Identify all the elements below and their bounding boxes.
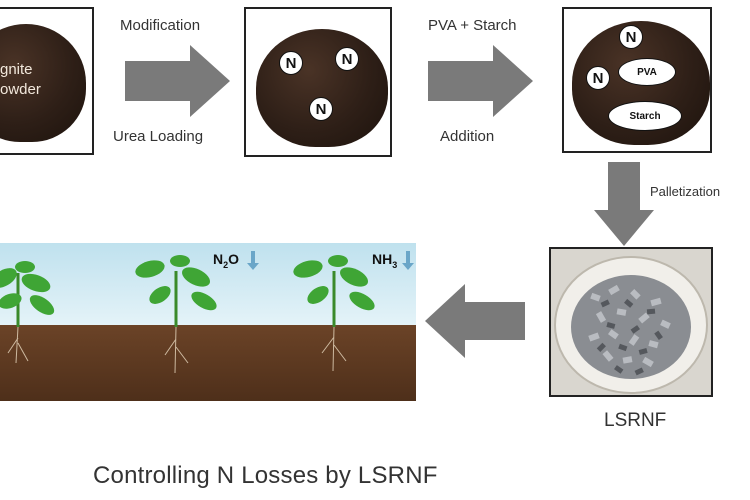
n2o-label: N2O [213, 251, 239, 270]
plants-soil-panel: N2O NH3 [0, 243, 416, 401]
n-badge-3: N [309, 97, 333, 121]
n-badge-1: N [279, 51, 303, 75]
modification-label: Modification [120, 17, 201, 34]
modified-soil-pile [256, 29, 388, 147]
starch-oval: Starch [608, 101, 682, 131]
pva-oval: PVA [618, 58, 676, 86]
pva-starch-panel: N N PVA Starch [562, 7, 712, 153]
nh3-label: NH3 [372, 251, 397, 270]
lignite-label-line1: gnite [0, 61, 33, 78]
palletization-label: Palletization [650, 184, 721, 199]
pva-starch-label: PVA + Starch [428, 17, 517, 34]
n-badge-5: N [586, 66, 610, 90]
soil-area [0, 325, 416, 401]
n-badge-2: N [335, 47, 359, 71]
urea-loaded-panel: N N N [244, 7, 392, 157]
nh3-subscript: 3 [392, 259, 398, 270]
n2o-tail: O [228, 251, 240, 267]
right-arrow-1 [125, 45, 230, 117]
n2o-main: N [213, 251, 224, 267]
lsrnf-label: LSRNF [604, 410, 667, 431]
lignite-label-line2: owder [0, 81, 41, 98]
pellet-bowl [554, 256, 708, 394]
down-arrow [594, 162, 654, 246]
plant-illustrations [0, 251, 414, 374]
left-arrow [425, 284, 525, 358]
right-arrow-2 [428, 45, 533, 117]
n2o-subscript: 2 [223, 259, 229, 270]
nh3-main: NH [372, 251, 393, 267]
n-badge-4: N [619, 25, 643, 49]
lsrnf-product-panel [549, 247, 713, 397]
lignite-powder-panel: gnite owder [0, 7, 94, 155]
addition-label: Addition [440, 128, 495, 145]
figure-caption: Controlling N Losses by LSRNF [93, 462, 438, 489]
urea-loading-label: Urea Loading [113, 128, 204, 145]
